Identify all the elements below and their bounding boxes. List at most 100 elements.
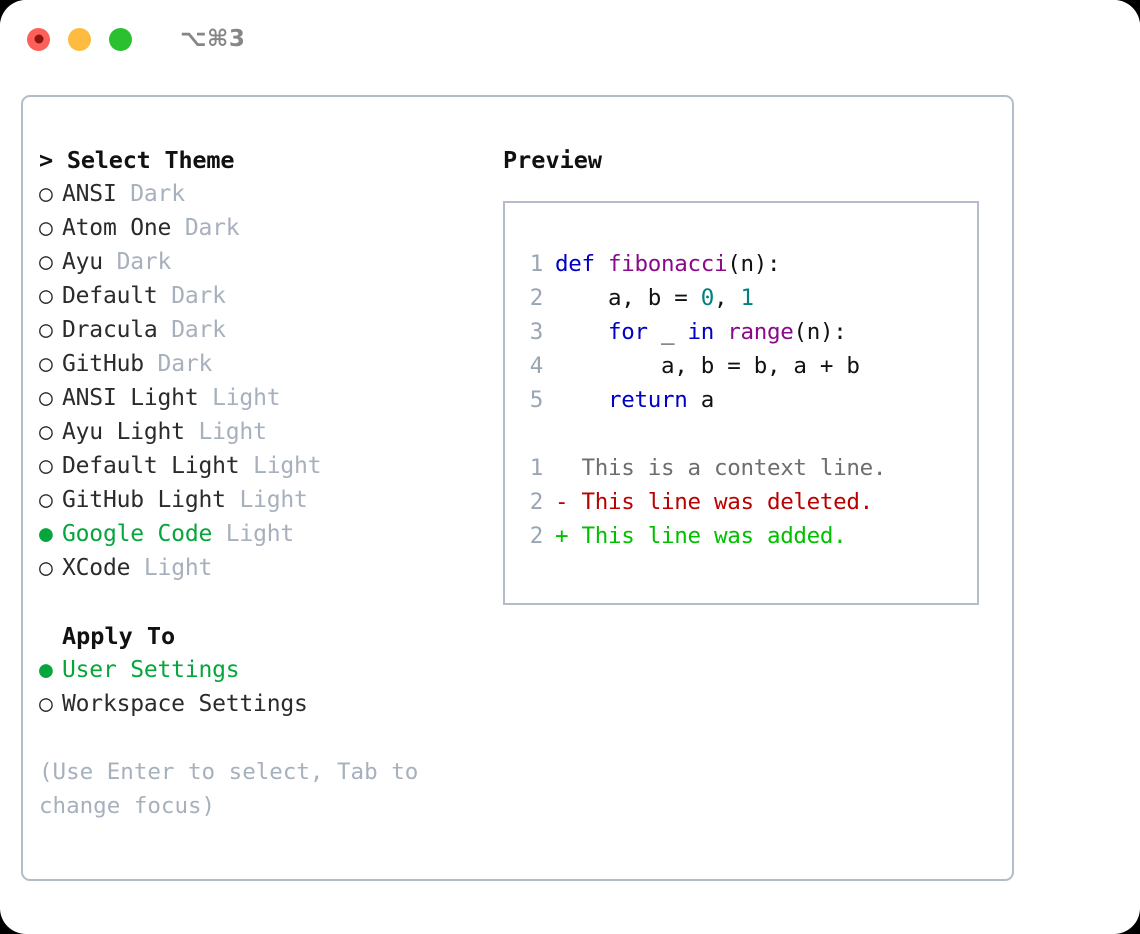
radio-unselected-icon: ○ [39,351,53,377]
code-token: a, b = b, a + b [555,353,860,379]
theme-list-item[interactable]: ○ANSI Dark [39,177,499,211]
diff-sign [555,455,568,481]
line-number: 2 [529,489,544,515]
close-window-icon[interactable] [27,27,50,51]
code-token: range [727,319,794,345]
theme-name: ANSI [62,181,117,207]
diff-line: 1 This is a context line. [515,451,971,485]
theme-name: GitHub Light [62,487,226,513]
code-token: a, b = [555,285,701,311]
theme-name: XCode [62,555,131,581]
code-token: 0 [700,285,715,311]
theme-category: Light [143,555,213,581]
theme-list-item[interactable]: ○ XCode Light [39,551,499,585]
diff-text: This line was added. [568,523,847,549]
theme-list-item[interactable]: ○ Ayu Dark [39,245,499,279]
theme-list-item[interactable]: ● Google Code Light [39,517,499,551]
radio-unselected-icon: ○ [39,215,53,241]
theme-name: Ayu [62,249,103,275]
theme-name: Google Code [62,521,213,547]
diff-sample: 1 This is a context line.2- This line wa… [515,451,971,553]
theme-name: Default [62,283,158,309]
radio-unselected-icon: ○ [39,385,53,411]
space [144,351,158,377]
apply-to-option[interactable]: ○Workspace Settings [39,687,499,721]
code-line: 4 a, b = b, a + b [515,349,971,383]
apply-to-title: Apply To [62,622,176,650]
code-token: 1 [740,285,754,311]
theme-category: Dark [116,249,172,275]
apply-to-label: Workspace Settings [62,691,308,717]
code-line: 3 for _ in range(n): [515,315,971,349]
space [117,181,131,207]
radio-unselected-icon: ○ [39,419,53,445]
code-token [714,319,727,345]
diff-line: 2- This line was deleted. [515,485,971,519]
maximize-window-icon[interactable] [109,27,132,51]
code-line: 2 a, b = 0, 1 [515,281,971,315]
theme-list-item[interactable]: ○ ANSI Light Light [39,381,499,415]
diff-text: This is a context line. [568,455,887,481]
diff-text: This line was deleted. [568,489,873,515]
minimize-window-icon[interactable] [68,27,91,51]
theme-category: Dark [184,215,240,241]
radio-unselected-icon: ○ [39,249,53,275]
space [158,317,172,343]
line-number: 4 [529,353,544,379]
theme-list-item[interactable]: ○Atom One Dark [39,211,499,245]
theme-list-item[interactable]: ○ Ayu Light Light [39,415,499,449]
theme-name: Ayu Light [62,419,185,445]
theme-list-item[interactable]: ○Dracula Dark [39,313,499,347]
theme-category: Light [253,453,322,479]
space [171,215,185,241]
space [185,419,199,445]
theme-category: Light [225,521,295,547]
theme-category: Dark [171,317,226,343]
theme-name: ANSI Light [62,385,199,411]
code-token [555,387,608,413]
apply-to-list: ●User Settings○Workspace Settings [39,653,499,721]
window-controls [27,27,132,51]
panel-columns: > Select Theme ○ANSI Dark○Atom One Dark○… [23,97,1012,879]
theme-category: Light [212,385,281,411]
radio-unselected-icon: ○ [39,487,53,513]
theme-picker-column: > Select Theme ○ANSI Dark○Atom One Dark○… [39,143,499,823]
theme-list-item[interactable]: ○Default Dark [39,279,499,313]
theme-picker-header: > Select Theme [39,146,235,174]
theme-list: ○ANSI Dark○Atom One Dark○Ayu Dark○Defaul… [39,177,499,585]
code-token: (n): [727,251,781,277]
theme-category: Light [198,419,267,445]
code-token [555,319,608,345]
code-token: (n): [793,319,847,345]
space [103,249,117,275]
main-panel: > Select Theme ○ANSI Dark○Atom One Dark○… [21,95,1014,881]
code-line: 5 return a [515,383,971,417]
keyboard-shortcut-label: ⌥⌘3 [180,26,246,52]
code-token: def [555,251,608,277]
radio-unselected-icon: ○ [39,555,53,581]
line-number: 3 [529,319,544,345]
diff-line: 2+ This line was added. [515,519,971,553]
theme-category: Dark [171,283,226,309]
diff-sign: + [555,523,569,549]
theme-category: Dark [130,181,185,207]
apply-to-label: User Settings [62,657,240,683]
theme-list-item[interactable]: ○GitHub Dark [39,347,499,381]
line-number: 5 [529,387,544,413]
radio-selected-icon: ● [39,521,53,547]
help-text: (Use Enter to select, Tab to change focu… [39,759,432,819]
code-token: _ [647,319,688,345]
space [130,555,144,581]
apply-to-option[interactable]: ●User Settings [39,653,499,687]
theme-list-item[interactable]: ○Default Light Light [39,449,499,483]
preview-title: Preview [503,146,603,174]
code-token: fibonacci [608,251,728,277]
theme-list-item[interactable]: ○GitHub Light Light [39,483,499,517]
code-token: in [687,319,715,345]
